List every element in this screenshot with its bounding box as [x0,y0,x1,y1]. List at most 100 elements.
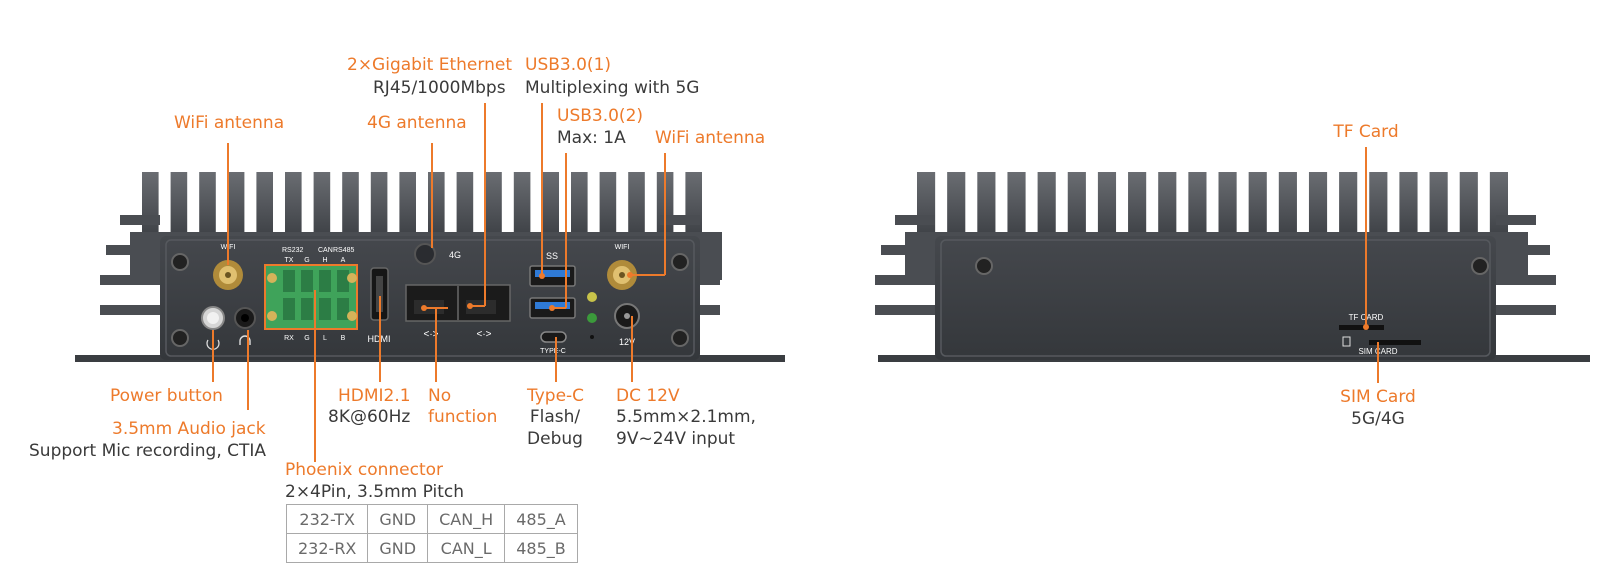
pin-silkscreen-label: RX [284,335,294,342]
phoenix-callout-desc: 2×4Pin, 3.5mm Pitch [285,482,465,502]
pin-silkscreen-label: G [304,257,309,264]
heatsink-fin [428,172,445,236]
svg-text:<·>: <·> [476,329,491,340]
usb-ss-logo: SS [546,251,558,261]
pin-silkscreen-label: B [341,335,346,342]
phoenix-pin [319,270,331,292]
heatsink-fin [256,172,273,236]
phoenix-pin [283,298,295,320]
svg-text:<·>: <·> [423,329,438,340]
pin-table-cell: 485_B [504,533,578,563]
ethernet-callout-title: 2×Gigabit Ethernet [347,55,512,75]
led-green-icon [587,313,597,323]
heatsink-fin [1278,172,1297,236]
wifi-right-callout-title: WiFi antenna [655,128,766,148]
heatsink-fin [947,172,966,236]
tf-card-slot-icon [1339,325,1384,330]
front-screws [171,253,689,347]
pin-silkscreen-label: H [322,257,327,264]
rear-unit: TF CARD SIM CARD [875,172,1590,362]
heatsink-fin [342,172,359,236]
heatsink-fin [1037,172,1056,236]
typec-callout-title: Type-C [527,386,585,406]
usb-port-1-icon [529,265,576,287]
heatsink-fin [628,172,645,236]
power-button-icon [201,306,225,350]
heatsink-fin [227,172,245,236]
pin-table-cell: CAN_L [427,533,506,563]
heatsink-fin [456,172,474,236]
heatsink-fin [399,172,416,236]
pin-table-cell: 485_A [504,504,578,534]
heatsink-fin [370,172,388,236]
typec-port-icon [540,331,567,343]
usb3-1-callout-title: USB3.0(1) [525,55,612,75]
sim-card-callout-title: SIM Card [1340,387,1416,407]
typec-callout-desc-line2: Debug [527,429,583,449]
phoenix-pin [301,270,313,292]
dc-callout-desc-line1: 5.5mm×2.1mm, [616,407,756,427]
lte-antenna-plug-icon [414,243,436,265]
heatsink-fin [1128,172,1147,236]
pin-table-cell: GND [367,504,429,534]
typec-callout-desc-line1: Flash/ [529,407,581,427]
heatsink-fin [1158,172,1177,236]
phoenix-pin [337,270,349,292]
heatsink-fin [1007,172,1026,236]
wifi-right-silkscreen: WIFI [615,244,630,251]
heatsink-fin [1369,172,1388,236]
typec-silkscreen: TYPE-C [540,348,566,355]
pin-silkscreen-label: A [341,257,346,264]
phoenix-callout-title: Phoenix connector [285,460,444,480]
heatsink-fin [285,172,302,236]
heatsink-fin [1097,172,1117,236]
heatsink-fin [1308,172,1328,236]
phoenix-pin [337,298,349,320]
heatsink-fin [599,172,617,236]
heatsink-fin [685,172,702,236]
heatsink-fin [1067,172,1086,236]
heatsink-fin [313,172,331,236]
usb3-1-callout-desc: Multiplexing with 5G [525,78,700,98]
hdmi-callout-desc: 8K@60Hz [328,407,411,427]
audio-jack-callout-desc: Support Mic recording, CTIA [29,441,267,461]
no-function-callout-line2: function [428,407,498,427]
rs485-silkscreen: RS485 [333,247,355,254]
tf-card-callout-title: TF Card [1333,122,1399,142]
can-silkscreen: CAN [318,247,333,254]
heatsink-fin [1429,172,1448,236]
heatsink-fin [977,172,996,236]
rs232-silkscreen: RS232 [282,247,304,254]
leader-lines [212,103,1379,462]
rear-screws [975,257,1489,275]
sim-card-callout-desc: 5G/4G [1351,409,1405,429]
pin-silkscreen-label: L [323,335,327,342]
heatsink-fin [542,172,559,236]
wifi-left-connector-icon [213,260,243,290]
antenna-4g-callout-title: 4G antenna [367,113,467,133]
led-yellow-icon [587,292,597,302]
dc-silkscreen: 12V [619,337,635,347]
no-function-callout-line1: No [428,386,452,406]
heatsink-fin [1188,172,1207,236]
heatsink-fin [571,172,588,236]
usb3-2-callout-desc: Max: 1A [557,128,626,148]
wifi-left-callout-title: WiFi antenna [174,113,285,133]
heatsink-fin [1399,172,1418,236]
heatsink-fin [485,172,502,236]
heatsink-fin [170,172,188,236]
dc-callout-title: DC 12V [616,386,680,406]
pin-table-cell: CAN_H [427,504,506,534]
usb3-2-callout-title: USB3.0(2) [557,106,644,126]
phoenix-pin [283,270,295,292]
heatsink-fin [1248,172,1267,236]
lte-silkscreen: 4G [449,250,461,260]
heatsink-fin [142,172,159,236]
heatsink-fin [513,172,531,236]
heatsink-fin [917,172,936,236]
